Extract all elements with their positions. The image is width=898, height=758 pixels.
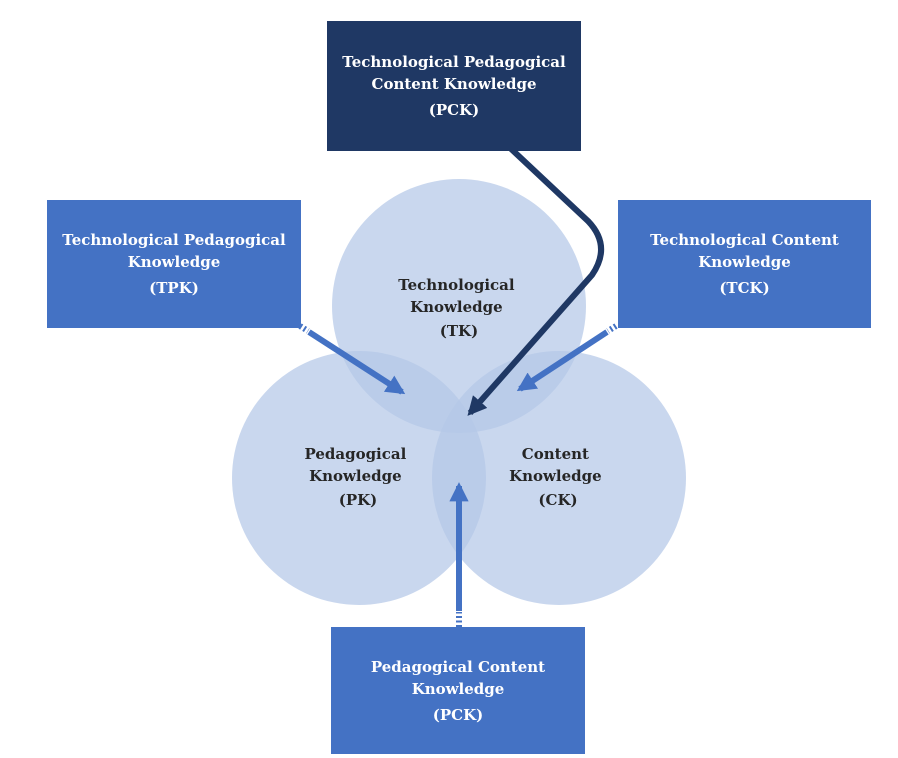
ck-label-line1: Content (522, 445, 589, 463)
tpk-box-line2: Knowledge (127, 253, 221, 271)
tck-box: Technological Content Knowledge (TCK) (618, 200, 871, 328)
tck-arrow (516, 323, 618, 392)
pk-label-line1: Pedagogical (304, 445, 406, 463)
tpck-box-abbr: (PCK) (428, 101, 480, 119)
ck-label-line2: Knowledge (509, 467, 602, 485)
tpk-box-line1: Technological Pedagogical (62, 231, 286, 249)
pk-label: Pedagogical Knowledge (PK) (304, 445, 411, 509)
tpck-box-line1: Technological Pedagogical (342, 53, 566, 71)
tk-label-line2: Knowledge (410, 298, 503, 316)
pck-box-line1: Pedagogical Content (370, 657, 546, 676)
pk-label-line2: Knowledge (309, 467, 402, 485)
pck-box-abbr: (PCK) (432, 705, 484, 724)
ck-circle (432, 351, 686, 605)
tpck-arrow (467, 143, 605, 416)
pck-box: Pedagogical Content Knowledge (PCK) (331, 627, 585, 754)
pck-box-line2: Knowledge (411, 679, 505, 698)
tpk-arrow (298, 323, 406, 395)
tck-box-line2: Knowledge (698, 253, 791, 271)
tpk-box-abbr: (TPK) (149, 279, 199, 297)
pk-label-abbr: (PK) (339, 491, 378, 509)
tpck-box: Technological Pedagogical Content Knowle… (327, 21, 581, 151)
tk-label: Technological Knowledge (TK) (398, 276, 520, 340)
tck-box-abbr: (TCK) (719, 279, 770, 297)
ck-label: Content Knowledge (CK) (509, 445, 607, 509)
tck-box-line1: Technological Content (650, 231, 839, 249)
tk-label-abbr: (TK) (440, 322, 478, 340)
pk-circle (232, 351, 486, 605)
tpck-box-line2: Content Knowledge (371, 75, 537, 93)
tk-label-line1: Technological (398, 276, 515, 294)
tpk-box: Technological Pedagogical Knowledge (TPK… (47, 200, 301, 328)
ck-label-abbr: (CK) (538, 491, 577, 509)
